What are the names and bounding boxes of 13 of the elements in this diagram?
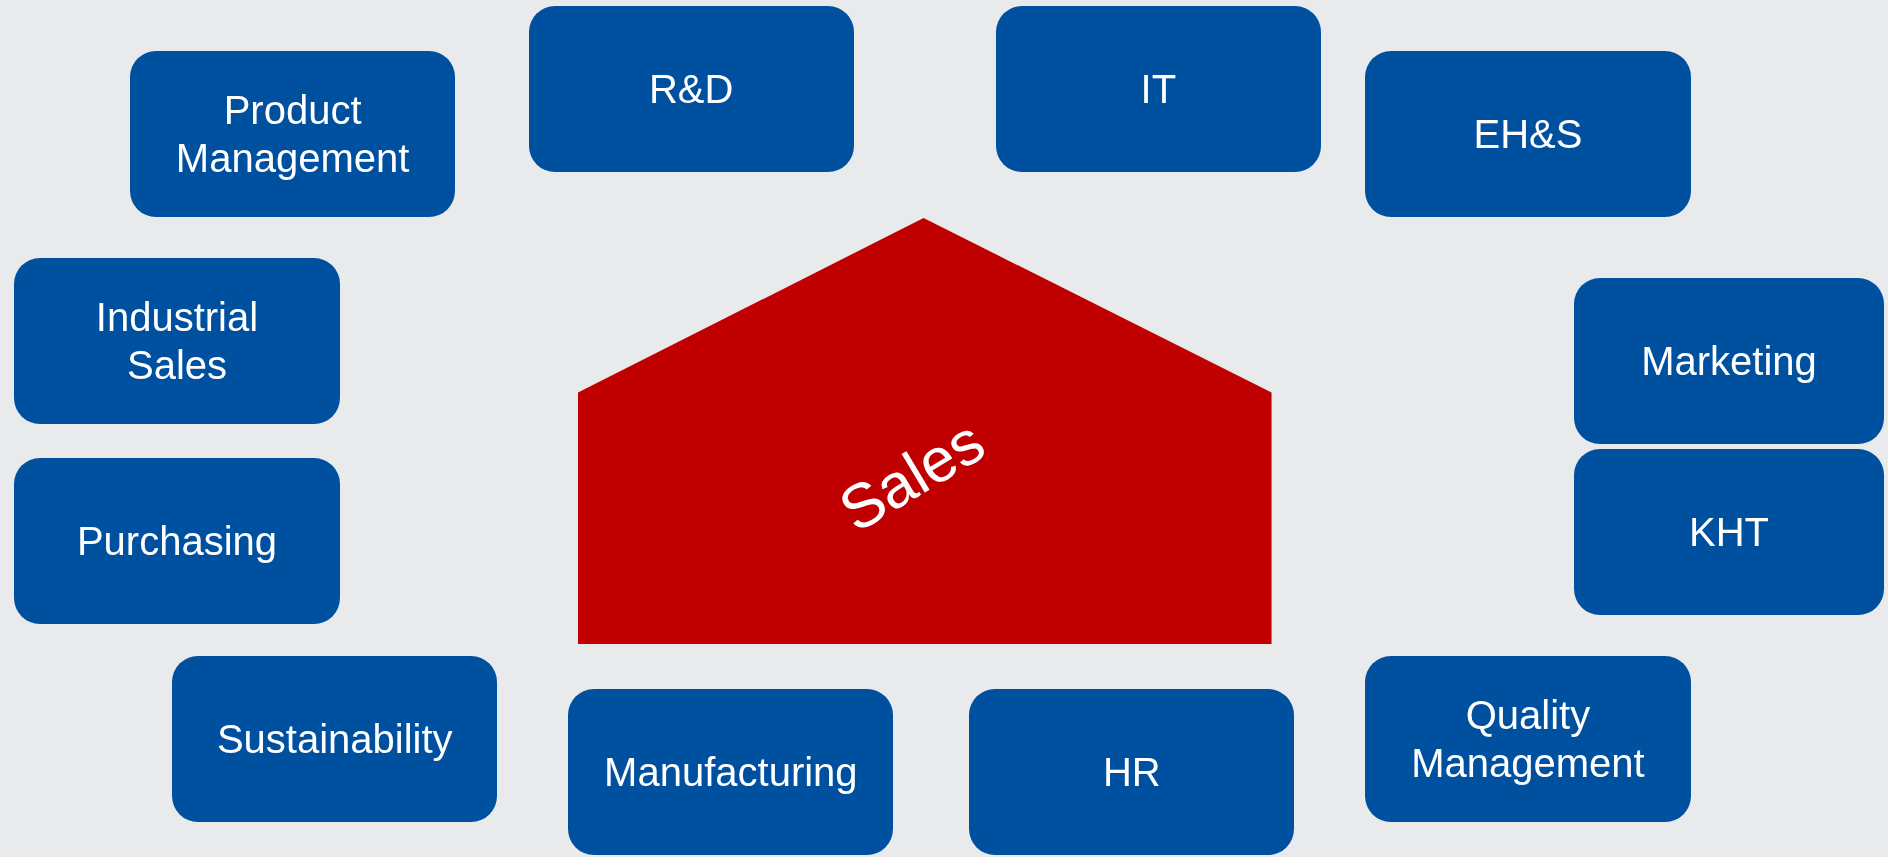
department-box: Purchasing — [14, 457, 340, 624]
department-box: EH&S — [1365, 50, 1691, 217]
department-box: Quality Management — [1365, 656, 1691, 823]
department-box: Manufacturing — [568, 688, 894, 855]
department-box: Product Management — [130, 50, 456, 217]
department-box: Industrial Sales — [14, 257, 340, 424]
department-box: IT — [995, 6, 1321, 173]
department-box: KHT — [1573, 449, 1885, 616]
department-box: Sustainability — [172, 656, 498, 823]
department-box: R&D — [528, 6, 854, 173]
department-box: HR — [969, 688, 1295, 855]
house-label: Sales — [826, 405, 997, 546]
department-box: Marketing — [1573, 278, 1885, 445]
